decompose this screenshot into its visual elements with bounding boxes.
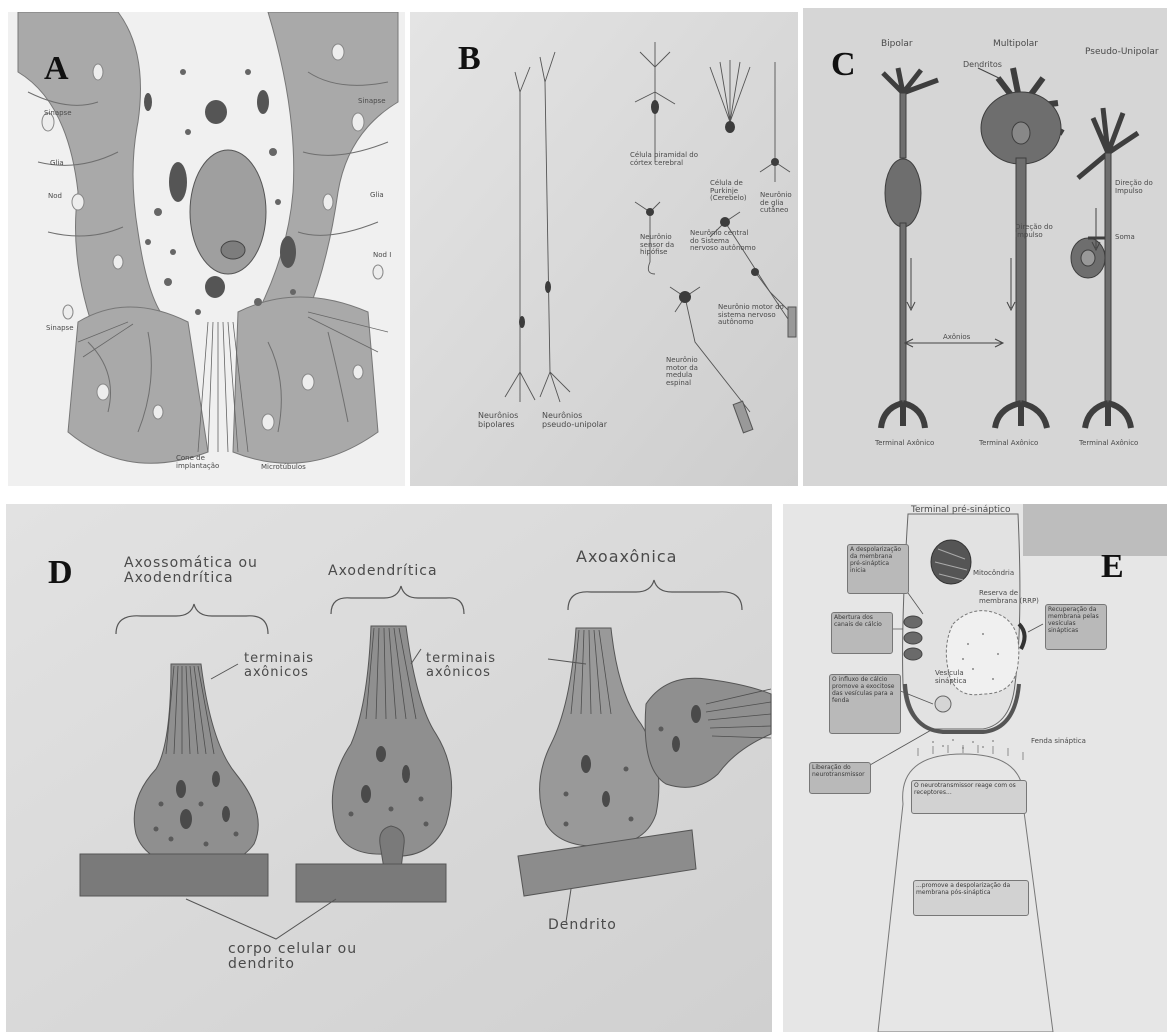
label-terminal: Terminal pré-sináptico [911, 506, 1011, 516]
label-purkinje: Célula de Purkinje (Cerebelo) [710, 180, 758, 203]
label-header-3: Axoaxônica [576, 548, 677, 566]
panel-c: C Bipolar Multipolar Pseudo-Unipolar Den… [803, 8, 1167, 486]
panel-a: A Sinapse Glia Nod Sinapse Glia Nod I Si… [8, 12, 405, 486]
label-microtubulos: Microtúbulos [261, 464, 306, 472]
label-glia-left: Glia [50, 160, 64, 168]
label-header-1: Axossomática ou Axodendrítica [124, 556, 264, 587]
label-corpo: corpo celular ou dendrito [228, 942, 358, 973]
label-terminal-1: Terminal Axônico [875, 440, 934, 448]
panel-letter: C [831, 46, 856, 84]
label-multipolar: Multipolar [993, 40, 1038, 50]
label-terminal-3: Terminal Axônico [1079, 440, 1138, 448]
label-terminais-2: terminais axônicos [426, 652, 536, 681]
panel-letter: A [44, 50, 69, 88]
step-box-2: Abertura dos canais de cálcio [831, 612, 893, 654]
label-piramidal: Célula piramidal do córtex cerebral [630, 152, 702, 167]
label-glia: Neurônio de glia cutâneo [760, 192, 798, 215]
step-box-1: A despolarização da membrana pré-sinápti… [847, 544, 909, 594]
neuron-structure-illustration [803, 8, 1167, 486]
synapse-types-illustration [6, 504, 772, 1032]
step-box-4: O influxo de cálcio promove a exocitose … [829, 674, 901, 734]
label-motor-autonomo: Neurônio motor do sistema nervoso autôno… [718, 304, 788, 327]
label-bipolares: Neurônios bipolares [478, 412, 530, 430]
step-box-3: Recuperação da membrana pelas vesículas … [1045, 604, 1107, 650]
label-nod-right: Nod I [373, 252, 391, 260]
label-dendrito: Dendrito [548, 918, 617, 933]
panel-e: E Terminal pré-sináptico Mitocôndria Res… [783, 504, 1167, 1032]
label-axonios: Axônios [943, 334, 970, 342]
label-direcao-mid: Direção do Impulso [1015, 224, 1055, 239]
label-glia-right: Glia [370, 192, 384, 200]
label-nod: Nod [48, 193, 62, 201]
label-sinapse-left: Sinapse [44, 110, 72, 118]
label-mitocondria: Mitocôndria [973, 570, 1014, 578]
label-sinapse-top-right: Sinapse [358, 98, 386, 106]
label-pseudo-unipolar: Pseudo-Unipolar [1085, 48, 1159, 58]
label-fenda: Fenda sináptica [1031, 738, 1086, 746]
panel-b: B Célula piramidal do córtex cerebral Cé… [410, 12, 798, 486]
label-terminais-1: terminais axônicos [244, 652, 344, 681]
label-central: Neurônio central do Sistema nervoso autô… [690, 230, 758, 253]
step-box-5: Liberação do neurotransmissor [809, 762, 871, 794]
label-direcao-right: Direção do Impulso [1115, 180, 1157, 195]
step-box-7: ...promove a despolarização da membrana … [913, 880, 1029, 916]
label-terminal-2: Terminal Axônico [979, 440, 1038, 448]
step-box-6: O neurotransmissor reage com os receptor… [911, 780, 1027, 814]
label-pseudo: Neurônios pseudo-unipolar [542, 412, 614, 430]
label-cone: Cone de implantação [176, 455, 236, 470]
label-sensor: Neurônio sensor da hipófise [640, 234, 688, 257]
panel-letter: E [1101, 548, 1124, 586]
label-header-2: Axodendrítica [328, 564, 438, 579]
label-soma: Soma [1115, 234, 1135, 242]
panel-letter: B [458, 40, 481, 78]
label-bipolar: Bipolar [881, 40, 913, 50]
label-sinapse-bottom: Sinapse [46, 325, 74, 333]
label-motor-medula: Neurônio motor da medula espinal [666, 357, 718, 388]
panel-d: D Axossomática ou Axodendrítica Axodendr… [6, 504, 772, 1032]
label-reserva: Reserva de membrana (RRP) [979, 590, 1039, 605]
label-dendritos: Dendritos [963, 61, 1002, 70]
panel-letter: D [48, 554, 73, 592]
label-vesicula: Vesícula sináptica [935, 670, 965, 685]
